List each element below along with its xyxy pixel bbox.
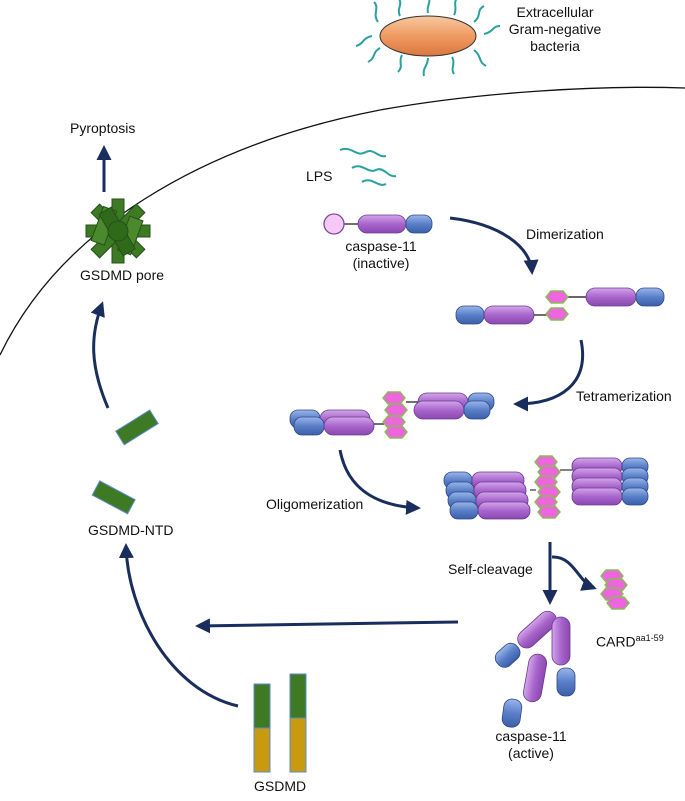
gsdmd-icon (253, 673, 307, 773)
bacteria-label-line1: Extracellular (516, 4, 594, 20)
bacteria-label-line2: Gram-negative (508, 21, 602, 37)
self-cleavage-label: Self-cleavage (448, 561, 533, 577)
bacteria-label: Extracellular Gram-negative bacteria (500, 4, 610, 55)
caspase-inactive-label: caspase-11 (inactive) (336, 238, 426, 272)
caspase-active-label: caspase-11 (active) (486, 728, 576, 762)
gsdmd-pore-label: GSDMD pore (80, 267, 165, 283)
card-label-sup: aa1-59 (635, 633, 664, 643)
gsdmd-label: GSDMD (254, 778, 307, 794)
caspase-11-oligomer-icon (443, 455, 649, 520)
caspase-inactive-name: caspase-11 (345, 238, 417, 254)
dimerization-label: Dimerization (526, 226, 604, 242)
lps-label: LPS (306, 168, 333, 184)
pathway-arrows (90, 145, 597, 708)
bacteria-label-line3: bacteria (530, 38, 580, 54)
arrow-oligomerization (338, 449, 421, 515)
card-label: CARDaa1-59 (596, 630, 664, 651)
pyroptosis-label: Pyroptosis (70, 120, 136, 136)
caspase-inactive-state: (inactive) (352, 255, 410, 271)
caspase-11-inactive-icon (323, 213, 433, 235)
gsdmd-ntd-label: GSDMD-NTD (88, 522, 174, 538)
tetramerization-label: Tetramerization (576, 388, 672, 404)
gsdmd-pore-icon (85, 198, 151, 264)
bacterium-icon (355, 0, 501, 77)
gsdmd-ntd-icon (91, 409, 159, 515)
caspase-11-active-icon (494, 610, 576, 728)
caspase-11-tetramer-icon (289, 391, 495, 439)
arrow-to-pore (90, 301, 110, 409)
oligomerization-label: Oligomerization (266, 496, 364, 512)
arrow-dimerization (449, 216, 539, 275)
lps-icon (339, 147, 397, 186)
card-label-main: CARD (596, 633, 636, 650)
caspase-active-state: (active) (508, 745, 554, 761)
caspase-11-dimer-icon (455, 287, 665, 325)
arrow-card-release (551, 555, 597, 591)
arrow-cleave-gsdmd (195, 618, 459, 634)
arrow-tetramerization (513, 339, 584, 412)
arrow-to-gsdmd-ntd (118, 543, 239, 708)
caspase-active-name: caspase-11 (495, 728, 567, 744)
card-fragment-icon (600, 569, 630, 610)
cell-membrane (0, 86, 685, 356)
